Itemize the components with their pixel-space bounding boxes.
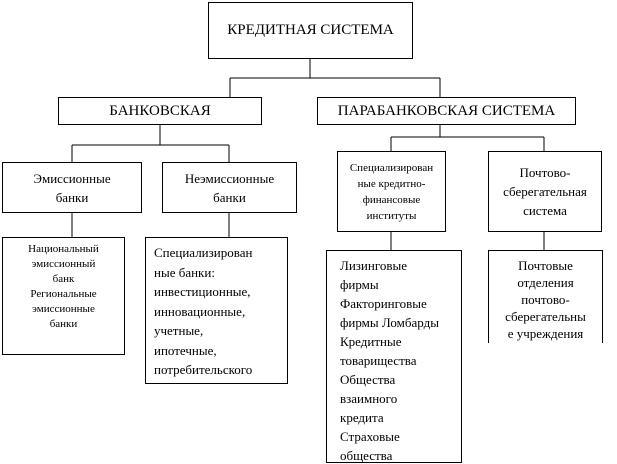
postal-label-line: система <box>523 203 567 218</box>
postal-detail-line: е учреждения <box>507 326 584 341</box>
postal-label-line: Почтово- <box>519 165 571 180</box>
postal-detail-box: Почтовые отделения почтово- сберегательн… <box>488 250 603 343</box>
emission-label-line: банки <box>55 189 89 205</box>
postal-detail-line: отделения <box>517 275 574 290</box>
specialized-label-line: ные кредитно- <box>357 177 426 190</box>
emission-detail-box: Национальный эмиссионный банк Региональн… <box>2 237 125 355</box>
banking-box: БАНКОВСКАЯ <box>58 97 262 125</box>
non-emission-detail-line: инвестиционные, <box>154 284 251 299</box>
specialized-detail-line: Факторинговые <box>340 296 427 311</box>
root-label: КРЕДИТНАЯ СИСТЕМА <box>227 22 394 38</box>
specialized-institutions-box: Специализирован ные кредитно- финансовые… <box>337 151 446 232</box>
specialized-detail-line: Страховые <box>340 429 400 444</box>
emission-label-line: Эмиссионные <box>33 170 111 186</box>
non-emission-detail-line: учетные, <box>154 323 204 338</box>
emission-detail-line: банк <box>52 273 75 285</box>
postal-detail-line: сберегательны <box>505 309 586 324</box>
postal-detail-line: почтово- <box>521 292 570 307</box>
emission-detail-line: эмиссионные <box>32 303 95 315</box>
specialized-detail-line: кредита <box>340 410 384 425</box>
banking-label: БАНКОВСКАЯ <box>109 102 211 119</box>
emission-detail-line: Национальный <box>28 243 99 255</box>
non-emission-label-line: Неэмиссионные <box>184 170 275 186</box>
non-emission-detail-line: ные банки: <box>154 264 215 280</box>
specialized-detail-line: Общества <box>340 372 396 387</box>
parabanking-box: ПАРАБАНКОВСКАЯ СИСТЕМА <box>317 97 576 125</box>
non-emission-banks-box: Неэмиссионные банки <box>162 162 297 213</box>
specialized-detail-line: фирмы <box>340 277 379 292</box>
parabanking-label: ПАРАБАНКОВСКАЯ СИСТЕМА <box>337 102 556 119</box>
specialized-detail-line: товарищества <box>340 353 417 368</box>
emission-detail-line: эмиссионный <box>31 258 96 270</box>
specialized-label-line: Специализирован <box>349 161 434 174</box>
root-box: КРЕДИТНАЯ СИСТЕМА <box>208 2 413 59</box>
specialized-detail-line: Лизинговые <box>340 258 407 273</box>
emission-banks-box: Эмиссионные банки <box>2 162 142 213</box>
non-emission-detail-box: Специализирован ные банки: инвестиционны… <box>145 237 288 384</box>
emission-detail-line: банки <box>49 318 78 330</box>
emission-detail-line: Региональные <box>30 288 97 300</box>
specialized-detail-line: взаимного <box>340 391 398 406</box>
specialized-detail-line: Кредитные <box>340 334 402 349</box>
specialized-detail-line: фирмы Ломбарды <box>340 315 439 330</box>
specialized-label-line: институты <box>366 209 417 222</box>
non-emission-detail-line: потребительского <box>154 362 253 377</box>
postal-savings-box: Почтово- сберегательная система <box>488 151 602 232</box>
non-emission-label-line: банки <box>213 189 246 205</box>
postal-label-line: сберегательная <box>503 184 587 199</box>
specialized-label-line: финансовые <box>362 193 421 206</box>
postal-detail-line: Почтовые <box>518 258 573 273</box>
non-emission-detail-line: инновационные, <box>154 303 246 319</box>
specialized-detail-box: Лизинговые фирмы Факторинговые фирмы Лом… <box>326 250 462 463</box>
non-emission-detail-line: Специализирован <box>154 245 253 260</box>
non-emission-detail-line: ипотечные, <box>154 342 217 358</box>
specialized-detail-line: общества <box>340 448 393 463</box>
